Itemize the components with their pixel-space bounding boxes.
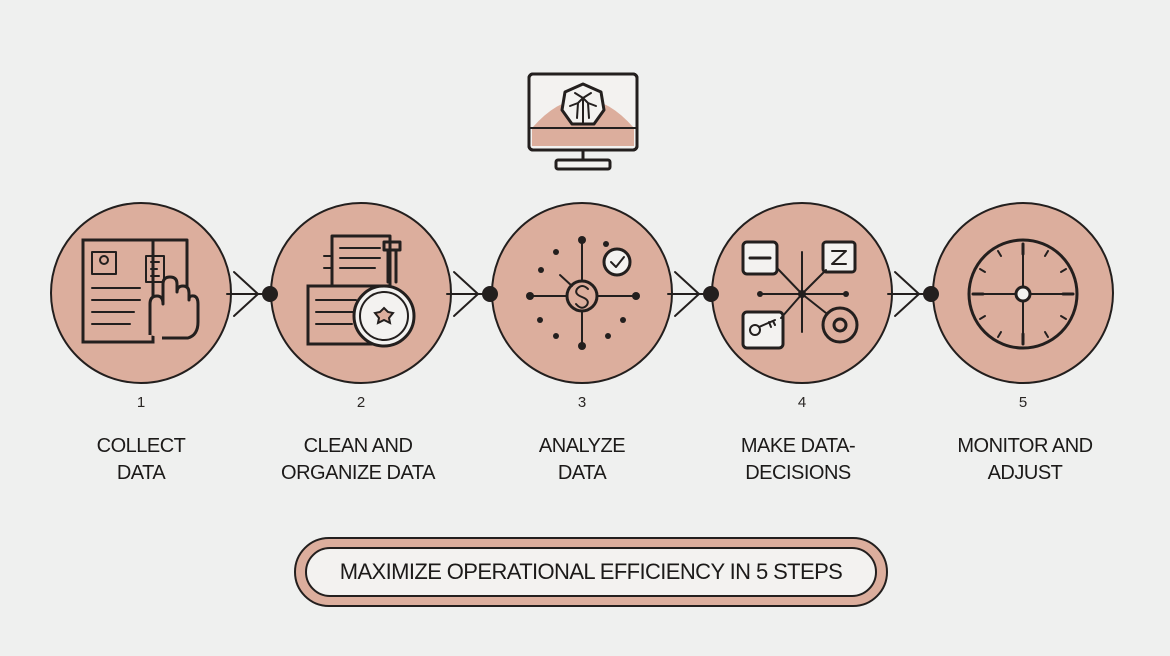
- step-1-number: 1: [136, 394, 146, 411]
- connector-1-2: [226, 271, 278, 317]
- step-4-label-line1: MAKE DATA-: [740, 435, 856, 457]
- step-2-label: CLEAN AND ORGANIZE DATA: [258, 433, 458, 487]
- step-1-circle: [50, 202, 232, 384]
- dollar-network-icon: [526, 236, 640, 350]
- step-1-label-line1: COLLECT: [96, 435, 186, 457]
- decision-network-icon: [741, 240, 859, 350]
- title-banner: MAXIMIZE OPERATIONAL EFFICIENCY IN 5 STE…: [294, 537, 888, 607]
- step-5-label-line1: MONITOR AND: [957, 435, 1093, 457]
- step-1-label: COLLECT DATA: [41, 433, 241, 487]
- step-5-number: 5: [1018, 394, 1028, 411]
- connector-2-3: [446, 271, 498, 317]
- monitor-brain-icon: [527, 72, 639, 171]
- title-banner-inner: MAXIMIZE OPERATIONAL EFFICIENCY IN 5 STE…: [305, 547, 877, 597]
- step-5-label: MONITOR AND ADJUST: [925, 433, 1125, 487]
- document-flask-icon: [306, 234, 416, 348]
- step-4-label-line2: DECISIONS: [745, 462, 851, 484]
- banner-title: MAXIMIZE OPERATIONAL EFFICIENCY IN 5 STE…: [339, 559, 843, 584]
- step-circles: [50, 202, 1114, 384]
- gauge-dial-icon: [967, 238, 1079, 350]
- step-2-label-line1: CLEAN AND: [303, 435, 413, 457]
- step-4-number: 4: [797, 394, 807, 411]
- connector-4-5: [887, 271, 939, 317]
- step-3-label: ANALYZE DATA: [482, 433, 682, 487]
- step-3-label-line1: ANALYZE: [538, 435, 626, 457]
- step-3-label-line2: DATA: [557, 462, 607, 484]
- step-3-circle: [491, 202, 673, 384]
- step-3-number: 3: [577, 394, 587, 411]
- step-1-label-line2: DATA: [116, 462, 166, 484]
- document-hand-icon: [81, 238, 200, 344]
- step-2-label-line2: ORGANIZE DATA: [281, 462, 435, 484]
- connector-3-4: [667, 271, 719, 317]
- step-4-label: MAKE DATA- DECISIONS: [698, 433, 898, 487]
- step-5-label-line2: ADJUST: [987, 462, 1063, 484]
- connectors: [226, 271, 939, 317]
- step-2-number: 2: [356, 394, 366, 411]
